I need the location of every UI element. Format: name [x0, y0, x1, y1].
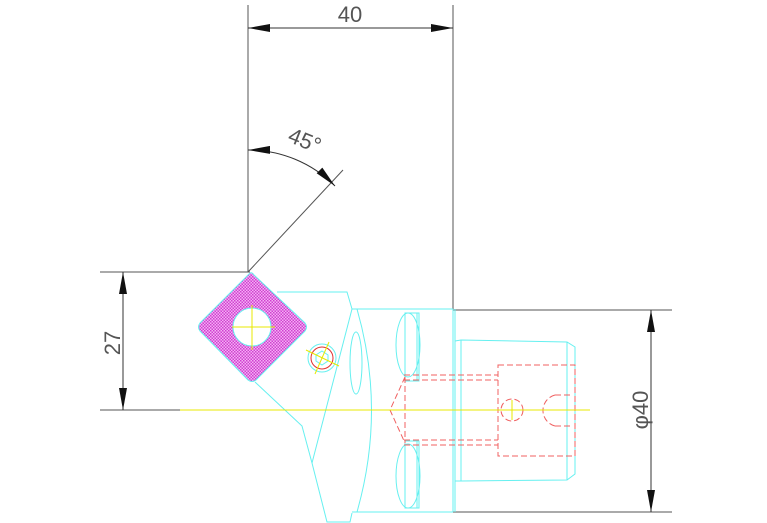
center-lines: [180, 305, 590, 420]
height-dimension-label: 27: [100, 331, 125, 355]
width-dimension: 40: [248, 2, 453, 32]
diameter-dimension-label: φ40: [628, 391, 653, 430]
angle-dimension-label: 45°: [285, 123, 325, 159]
width-dimension-label: 40: [338, 2, 362, 27]
extension-lines: [100, 5, 672, 513]
height-dimension: 27: [100, 272, 127, 410]
angle-dimension: 45°: [247, 123, 336, 187]
diameter-dimension: φ40: [628, 310, 655, 512]
